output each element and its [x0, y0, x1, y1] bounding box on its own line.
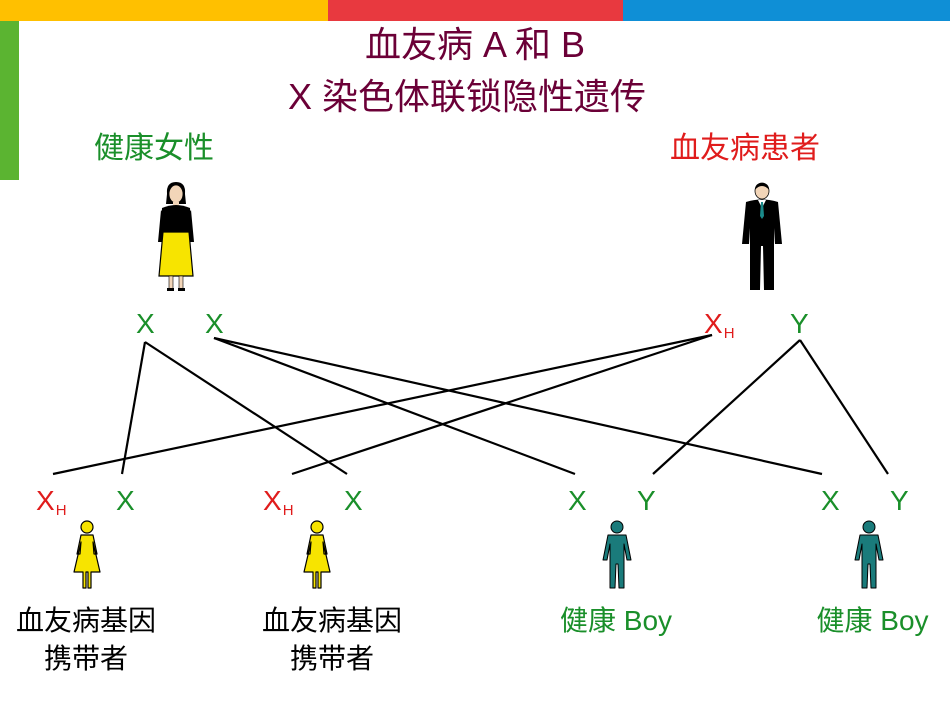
child2-gene-2: X [344, 485, 363, 517]
gene-sub: H [723, 325, 735, 342]
caption-line-1: 血友病基因 [261, 605, 402, 636]
line-father-xh-child1 [52, 333, 713, 476]
title-line-1: 血友病 A 和 B [364, 24, 586, 65]
line-father-xh-child2 [291, 333, 713, 476]
mother-label: 健康女性 [94, 132, 214, 165]
father-figure-icon [742, 182, 782, 290]
mother-right-shoe [178, 288, 185, 291]
father-suit [742, 199, 782, 290]
child4-gene-2: Y [890, 485, 909, 517]
caption-line-1: 血友病基因 [15, 605, 156, 636]
father-hair [755, 183, 769, 190]
mother-blouse [161, 205, 191, 236]
gene-base: X [116, 485, 135, 516]
mother-face [168, 184, 184, 204]
child3-male-icon [602, 520, 632, 589]
gene-base: X [36, 485, 55, 516]
father-label: 血友病患者 [670, 132, 820, 165]
child2-female-icon [303, 520, 331, 589]
line-father-y-child4 [799, 339, 889, 475]
title-line-2: X 染色体联锁隐性遗传 [287, 76, 646, 117]
child1-caption: 血友病基因 携带者 [0, 602, 172, 678]
line-mother-x2-child3 [213, 336, 576, 476]
gene-base: X [344, 485, 363, 516]
mother-left-leg [168, 275, 174, 290]
father-gene-1: XH [704, 308, 735, 345]
caption-line-2: 携带者 [289, 643, 374, 674]
gene-sub: H [55, 502, 67, 519]
gene-base: Y [790, 308, 809, 339]
gene-base: X [263, 485, 282, 516]
line-mother-x2-child4 [213, 336, 823, 476]
father-gene-2: Y [790, 308, 809, 340]
top-bar-yellow [0, 0, 328, 21]
caption-line-1: 健康 Boy [816, 605, 929, 636]
mother-right-leg [178, 275, 184, 290]
line-mother-x1-child1 [120, 341, 147, 475]
gene-base: X [568, 485, 587, 516]
child4-male-icon [854, 520, 884, 589]
child3-gene-2: Y [637, 485, 656, 517]
gene-base: X [136, 308, 155, 339]
gene-base: X [205, 308, 224, 339]
child1-gene-2: X [116, 485, 135, 517]
child1-female-icon [73, 520, 101, 589]
top-bar-red [328, 0, 623, 21]
mother-figure-icon [158, 182, 194, 291]
gene-base: Y [890, 485, 909, 516]
child3-gene-1: X [568, 485, 587, 517]
child4-gene-1: X [821, 485, 840, 517]
line-father-y-child3 [652, 339, 801, 475]
child2-gene-1: XH [263, 485, 294, 522]
child4-caption: 健康 Boy [795, 602, 950, 640]
gene-base: X [704, 308, 723, 339]
mother-left-shoe [167, 288, 174, 291]
caption-line-1: 健康 Boy [559, 605, 673, 636]
caption-line-2: 携带者 [43, 643, 128, 674]
child2-caption: 血友病基因 携带者 [246, 602, 418, 678]
top-bar-blue [623, 0, 950, 21]
father-tie [760, 202, 764, 219]
mother-skirt [158, 231, 194, 277]
mother-gene-2: X [205, 308, 224, 340]
child3-caption: 健康 Boy [536, 602, 696, 640]
line-mother-x1-child2 [144, 341, 348, 475]
mother-neck [173, 202, 179, 206]
mother-gene-1: X [136, 308, 155, 340]
gene-base: X [821, 485, 840, 516]
gene-base: Y [637, 485, 656, 516]
side-bar-green [0, 21, 19, 180]
gene-sub: H [282, 502, 294, 519]
child1-gene-1: XH [36, 485, 67, 522]
